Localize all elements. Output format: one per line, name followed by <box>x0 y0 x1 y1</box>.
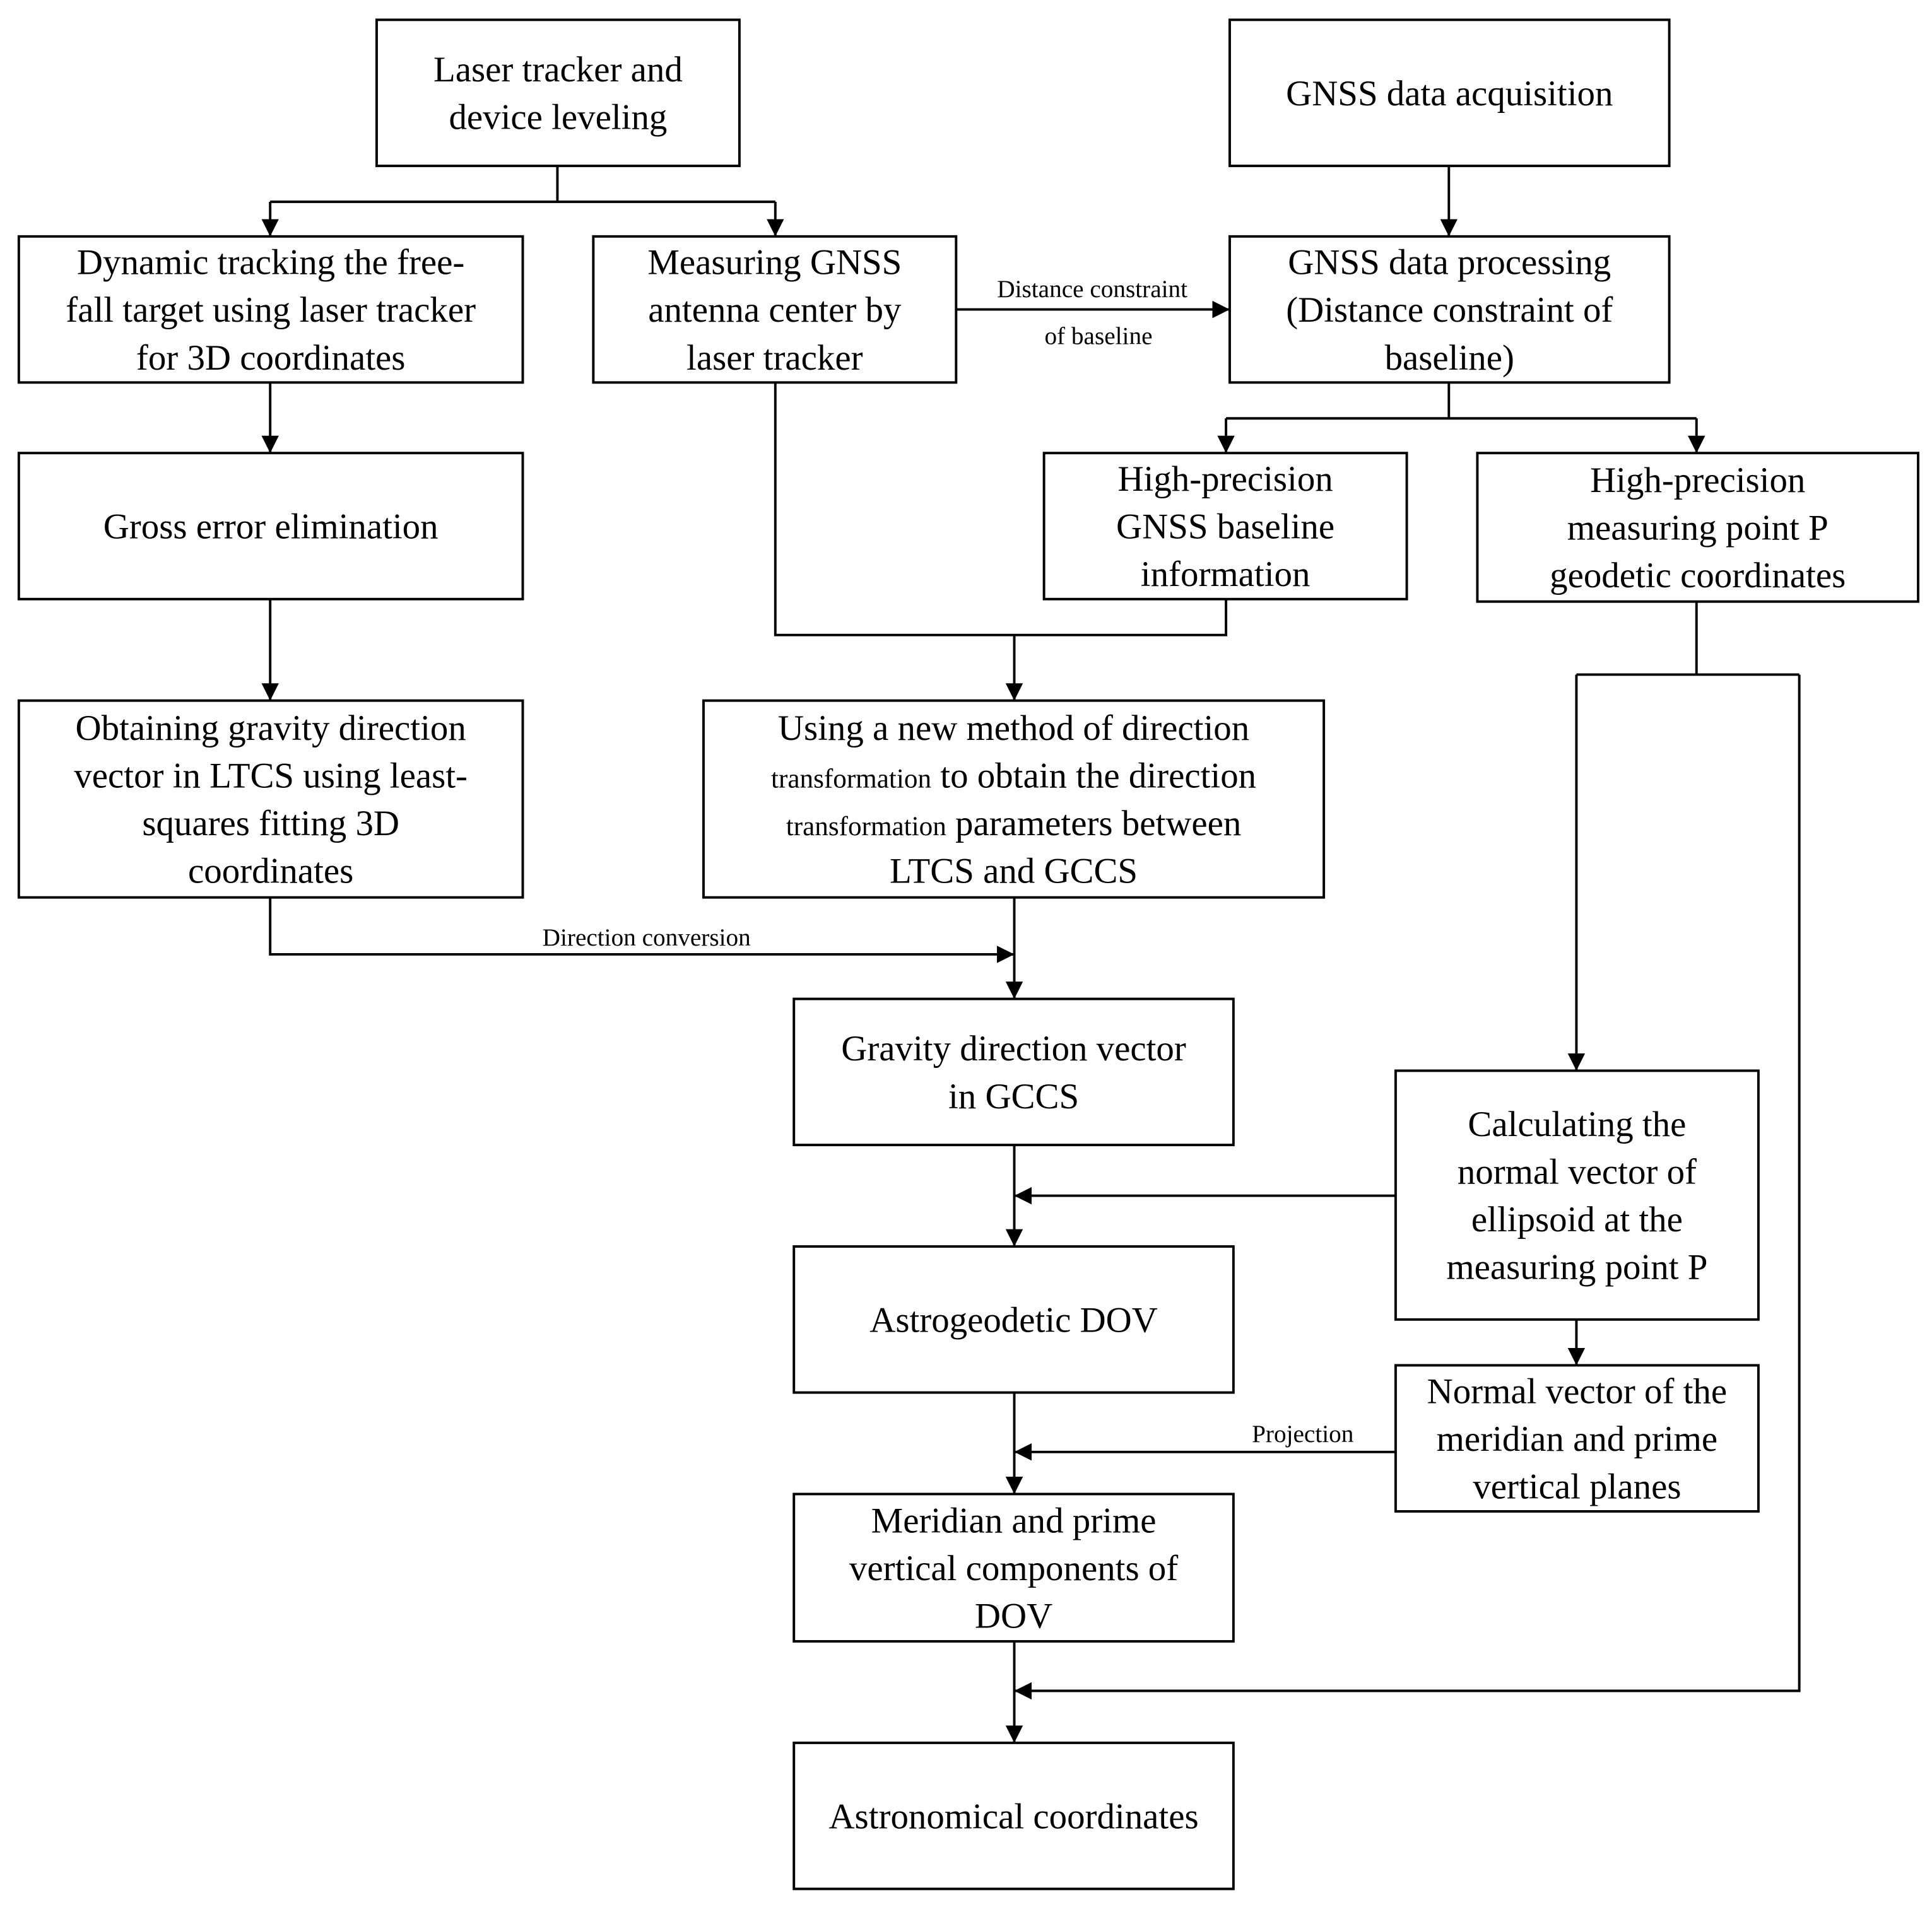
box-text-line: vertical components of <box>849 1549 1178 1588</box>
box-astronomical-coordinates: Astronomical coordinates <box>792 1741 1235 1890</box>
box-text-line: baseline) <box>1385 338 1514 378</box>
box-frame <box>375 18 741 167</box>
box-frame <box>17 699 524 899</box>
edge-label-direction-conversion: Direction conversion <box>543 924 751 951</box>
box-text-line: ellipsoid at the <box>1471 1200 1683 1240</box>
box-text-segment: to obtain the direction <box>931 756 1256 796</box>
box-gross-error-elimination: Gross error elimination <box>17 452 524 601</box>
box-frame <box>792 997 1235 1147</box>
box-text-segment: parameters between <box>946 804 1242 843</box>
box-frame <box>792 1741 1235 1890</box>
box-gnss-data-acquisition: GNSS data acquisition <box>1228 18 1671 167</box>
box-text-line: laser tracker <box>686 338 863 378</box>
box-text-line: GNSS data processing <box>1288 243 1611 283</box>
box-text-line: High-precision <box>1117 459 1333 499</box>
box-text-line: Laser tracker and <box>433 50 683 90</box>
box-text-line: LTCS and GCCS <box>890 852 1138 891</box>
box-frame <box>17 452 524 601</box>
box-astrogeodetic-dov: Astrogeodetic DOV <box>792 1245 1235 1394</box>
box-text-line: (Distance constraint of <box>1286 290 1613 330</box>
box-text-line: Dynamic tracking the free- <box>77 243 464 283</box>
box-text-line: geodetic coordinates <box>1550 556 1846 595</box>
box-frame <box>702 699 1326 899</box>
box-text-line: transformation to obtain the direction <box>771 756 1256 796</box>
box-text-line: Meridian and prime <box>871 1501 1157 1540</box>
box-frame <box>1228 235 1671 384</box>
box-frame <box>792 1492 1235 1643</box>
box-text-line: High-precision <box>1590 460 1805 500</box>
box-laser-tracker-leveling: Laser tracker and device leveling <box>375 18 741 167</box>
box-point-p-geodetic: High-precision measuring point P geodetic … <box>1476 452 1919 603</box>
edge-label-projection: Projection <box>1252 1421 1354 1448</box>
box-text-line: measuring point P <box>1567 508 1829 548</box>
box-direction-transformation: Using a new method of direction transform… <box>702 699 1326 899</box>
box-text-line: vertical planes <box>1473 1467 1681 1506</box>
box-frame <box>1228 18 1671 167</box>
box-text-line: Measuring GNSS <box>647 243 902 283</box>
box-text-segment: transformation <box>786 812 946 841</box>
box-text-line: GNSS baseline <box>1116 507 1334 547</box>
box-frame <box>17 235 524 384</box>
box-text-line: Astrogeodetic DOV <box>869 1300 1158 1340</box>
edge-label-of-baseline: of baseline <box>1044 323 1152 350</box>
box-text-line: Astronomical coordinates <box>828 1797 1198 1836</box>
box-frame <box>1042 452 1408 601</box>
box-text-line: meridian and prime <box>1437 1419 1718 1459</box>
box-text-line: information <box>1141 554 1311 594</box>
box-gravity-vector-ltcs: Obtaining gravity direction vector in LTC… <box>17 699 524 899</box>
box-text-line: vector in LTCS using least- <box>74 756 468 796</box>
connectors <box>261 165 1801 1743</box>
box-text-line: Normal vector of the <box>1427 1371 1728 1411</box>
arrow <box>269 897 1015 963</box>
box-text-line: DOV <box>975 1596 1052 1636</box>
box-gravity-vector-gccs: Gravity direction vector in GCCS <box>792 997 1235 1147</box>
box-frame <box>1394 1069 1760 1321</box>
box-text-line: Gross error elimination <box>103 507 439 547</box>
box-text-line: transformation parameters between <box>786 804 1242 843</box>
box-text-line: Gravity direction vector <box>841 1029 1186 1069</box>
connector <box>774 382 1228 636</box>
box-text-line: in GCCS <box>948 1077 1079 1117</box>
box-frame <box>792 1245 1235 1394</box>
box-frame <box>1476 452 1919 603</box>
box-text-line: fall target using laser tracker <box>66 290 476 330</box>
box-text-line: coordinates <box>188 852 353 891</box>
box-measuring-gnss-antenna: Measuring GNSS antenna center by laser tra… <box>592 235 958 384</box>
box-text-line: Using a new method of direction <box>778 708 1249 748</box>
box-frame <box>1394 1364 1760 1513</box>
box-text-line: squares fitting 3D <box>142 804 399 843</box>
box-dynamic-tracking: Dynamic tracking the free-fall target us… <box>17 235 524 384</box>
box-gnss-data-processing: GNSS data processing (Distance constraint… <box>1228 235 1671 384</box>
box-frame <box>592 235 958 384</box>
box-text-line: normal vector of <box>1458 1152 1697 1192</box>
box-text-line: GNSS data acquisition <box>1286 74 1613 114</box>
box-dov-components: Meridian and prime vertical components of… <box>792 1492 1235 1643</box>
box-ellipsoid-normal-vector: Calculating the normal vector of ellipsoid… <box>1394 1069 1760 1321</box>
box-text-line: device leveling <box>449 98 667 138</box>
box-text-segment: transformation <box>771 765 931 794</box>
box-text-line: for 3D coordinates <box>136 338 406 378</box>
box-plane-normal-vectors: Normal vector of the meridian and prime ve… <box>1394 1364 1760 1513</box>
box-text-line: Calculating the <box>1468 1105 1686 1144</box>
box-text-line: measuring point P <box>1446 1248 1707 1287</box>
edge-label-distance-constraint: Distance constraint <box>997 276 1187 303</box>
box-text-line: antenna center by <box>648 290 902 330</box>
box-text-line: Obtaining gravity direction <box>75 708 466 748</box>
arrow <box>1014 674 1801 1700</box>
